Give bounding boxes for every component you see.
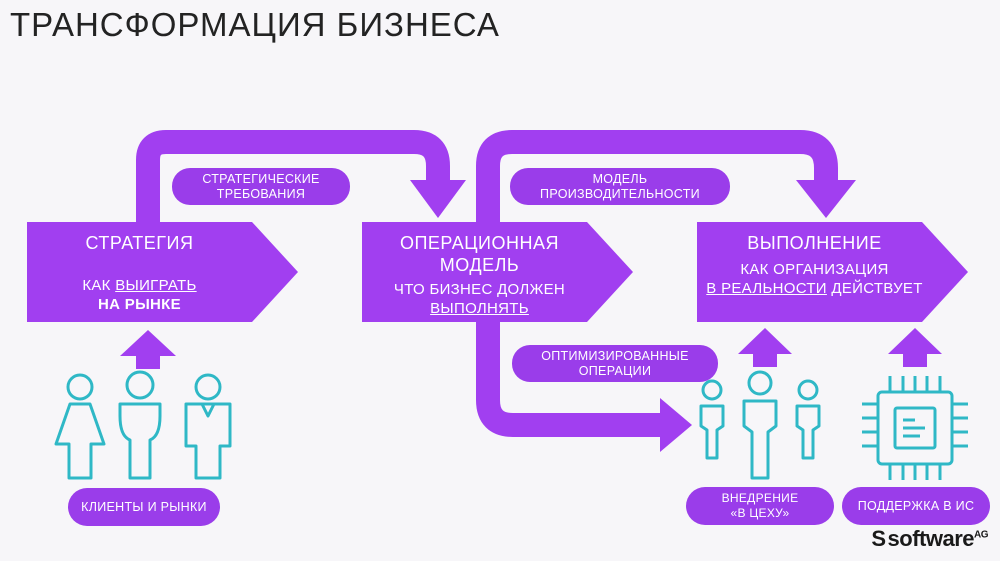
execution-text: ВЫПОЛНЕНИЕ КАК ОРГАНИЗАЦИЯ В РЕАЛЬНОСТИ … [697, 232, 932, 298]
strategy-title: СТРАТЕГИЯ [85, 233, 194, 253]
up-arrow-clients [120, 330, 176, 369]
execution-title: ВЫПОЛНЕНИЕ [747, 233, 882, 253]
software-ag-logo: SsoftwareAG [871, 526, 988, 552]
up-arrow-shopfloor [738, 328, 792, 367]
chip-icon [862, 376, 968, 480]
strategy-line1-pre: КАК [82, 277, 116, 294]
execution-line2-underlined: В РЕАЛЬНОСТИ [706, 280, 827, 297]
execution-line2: В РЕАЛЬНОСТИ ДЕЙСТВУЕТ [697, 279, 932, 298]
pill-optimized-operations [512, 345, 718, 382]
strategic-requirements-label: СТРАТЕГИЧЕСКИЕ ТРЕБОВАНИЯ [172, 172, 350, 202]
pill-shop-floor [686, 487, 834, 525]
operational-title-1: ОПЕРАЦИОННАЯ [399, 233, 559, 253]
flow-arrow-head-1 [410, 180, 466, 218]
execution-box [697, 222, 968, 322]
flow-arrow-head-2 [796, 180, 856, 218]
operational-line1: ЧТО БИЗНЕС ДОЛЖЕН [393, 281, 566, 298]
strategy-line1: КАК ВЫИГРАТЬ [27, 276, 252, 295]
people-icon [54, 370, 232, 480]
flow-arrow-operational-to-shopfloor [476, 322, 665, 437]
shop-floor-line2: «В ЦЕХУ» [730, 506, 790, 520]
performance-model-line2: ПРОИЗВОДИТЕЛЬНОСТИ [540, 187, 700, 201]
pill-performance-model [510, 168, 730, 205]
strategy-text: СТРАТЕГИЯ КАК ВЫИГРАТЬ НА РЫНКЕ [27, 232, 252, 314]
strategy-box [27, 222, 298, 322]
software-ag-logo-suffix: AG [974, 529, 989, 541]
operational-box [362, 222, 633, 322]
flow-arrow-strategy-to-operational [136, 130, 450, 222]
software-ag-logo-mark: S [871, 526, 886, 551]
flow-arrow-operational-to-execution [476, 130, 838, 222]
pill-it-support [842, 487, 990, 525]
workers-icon [699, 370, 821, 480]
strategy-line1-underlined: ВЫИГРАТЬ [115, 277, 197, 294]
shop-floor-label: ВНЕДРЕНИЕ «В ЦЕХУ» [686, 491, 834, 521]
flow-arrow-head-3 [660, 398, 692, 452]
strategy-line2: НА РЫНКЕ [98, 296, 181, 313]
execution-line1: КАК ОРГАНИЗАЦИЯ [740, 261, 889, 278]
optimized-operations-line2: ОПЕРАЦИИ [578, 364, 652, 378]
clients-label: КЛИЕНТЫ И РЫНКИ [81, 500, 207, 514]
up-arrow-it [888, 328, 942, 367]
execution-line2-post: ДЕЙСТВУЕТ [826, 280, 923, 297]
optimized-operations-label: ОПТИМИЗИРОВАННЫЕ ОПЕРАЦИИ [512, 349, 718, 379]
it-support-label: ПОДДЕРЖКА В ИС [857, 499, 975, 513]
optimized-operations-line1: ОПТИМИЗИРОВАННЫЕ [541, 349, 689, 363]
pill-strategic-requirements [172, 168, 350, 205]
performance-model-line1: МОДЕЛЬ [592, 172, 648, 186]
operational-title-2: МОДЕЛЬ [439, 255, 520, 275]
operational-line2: ВЫПОЛНЯТЬ [430, 300, 529, 317]
strategic-requirements-line1: СТРАТЕГИЧЕСКИЕ [202, 172, 320, 186]
strategic-requirements-line2: ТРЕБОВАНИЯ [216, 187, 306, 201]
performance-model-label: МОДЕЛЬ ПРОИЗВОДИТЕЛЬНОСТИ [510, 172, 730, 202]
page-title: ТРАНСФОРМАЦИЯ БИЗНЕСА [10, 6, 500, 43]
shop-floor-line1: ВНЕДРЕНИЕ [721, 491, 799, 505]
operational-text: ОПЕРАЦИОННАЯ МОДЕЛЬ ЧТО БИЗНЕС ДОЛЖЕН ВЫ… [362, 232, 597, 318]
pill-clients [68, 488, 220, 526]
software-ag-logo-name: software [887, 526, 975, 551]
